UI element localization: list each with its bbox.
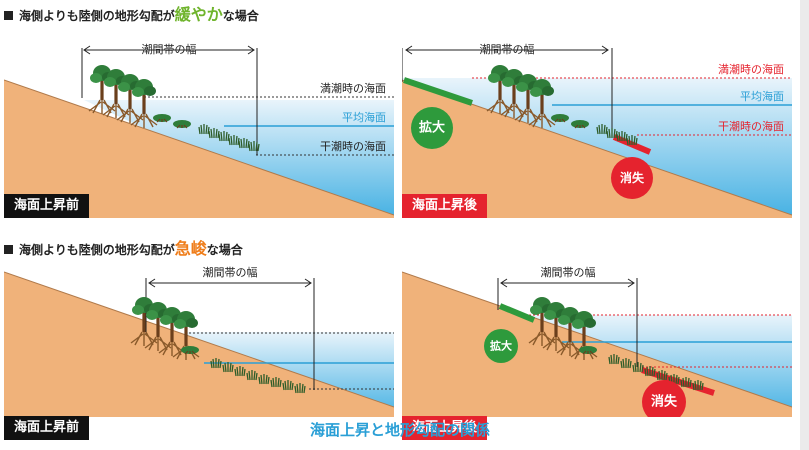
bullet-square-icon	[4, 11, 13, 20]
expansion-bar	[498, 303, 536, 323]
land-slope	[4, 80, 394, 218]
loss-badge-label: 消失	[651, 394, 678, 410]
bush-icon	[550, 113, 570, 123]
low-tide-label: 干潮時の海面	[320, 139, 386, 153]
loss-badge	[642, 380, 686, 417]
heading-keyword-steep: 急峻	[174, 239, 207, 258]
figure-caption: 海面上昇と地形勾配の関係	[309, 421, 490, 439]
mean-sea-label: 平均海面	[342, 110, 386, 124]
high-tide-label: 満潮時の海面	[320, 81, 386, 95]
intertidal-width-label: 潮間帯の幅	[480, 42, 535, 56]
bush-icon	[172, 119, 192, 129]
expansion-bar	[403, 77, 473, 106]
before-label: 海面上昇前	[4, 194, 90, 218]
high-tide-label: 満潮時の海面	[718, 62, 784, 76]
bush-icon	[152, 113, 172, 123]
mean-sea-label: 平均海面	[740, 89, 784, 103]
panel-steep-after: 拡大 消失 潮間帯の幅 海面上昇後	[402, 262, 792, 440]
panel-steep-before: 潮間帯の幅 海面上昇前	[4, 262, 394, 440]
expand-badge-label: 拡大	[419, 120, 445, 136]
bush-icon	[180, 345, 200, 355]
after-label: 海面上昇後	[402, 194, 488, 218]
bush-icon	[570, 119, 590, 129]
expand-badge-label: 拡大	[490, 339, 512, 353]
expand-badge	[484, 329, 518, 363]
intertidal-width-label: 潮間帯の幅	[142, 42, 197, 56]
loss-badge-label: 消失	[620, 170, 645, 185]
loss-badge	[611, 157, 653, 199]
intertidal-width-label: 潮間帯の幅	[203, 265, 258, 279]
section-heading-gentle: 海側よりも陸側の地形勾配が緩やかな場合	[4, 6, 259, 25]
page-sidebar	[800, 0, 809, 450]
bullet-square-icon	[4, 245, 13, 254]
heading-keyword-gentle: 緩やか	[174, 5, 223, 24]
diagram-steep-before: 潮間帯の幅	[4, 265, 394, 417]
section-heading-steep: 海側よりも陸側の地形勾配が急峻な場合	[4, 240, 243, 259]
intertidal-width-label: 潮間帯の幅	[541, 265, 596, 279]
diagram-steep-after: 拡大 消失 潮間帯の幅	[402, 265, 792, 417]
diagram-gentle-before: 潮間帯の幅 満潮時の海面 平均海面 干潮時の海面	[4, 42, 394, 218]
expand-badge	[411, 107, 453, 149]
after-label: 海面上昇後	[402, 416, 488, 440]
before-label: 海面上昇前	[4, 416, 90, 440]
land-slope	[402, 80, 792, 218]
bush-icon	[578, 345, 598, 355]
low-tide-label: 干潮時の海面	[718, 119, 784, 133]
land-slope	[4, 272, 394, 417]
panel-gentle-before: 潮間帯の幅 満潮時の海面 平均海面 干潮時の海面 海面上昇前	[4, 40, 394, 218]
panel-gentle-after: 拡大 消失 潮間帯の幅 満潮時の海面 平均海面 干潮時の海面 海面上昇後	[402, 40, 792, 218]
diagram-gentle-after: 拡大 消失 潮間帯の幅 満潮時の海面 平均海面 干潮時の海面	[402, 42, 792, 218]
